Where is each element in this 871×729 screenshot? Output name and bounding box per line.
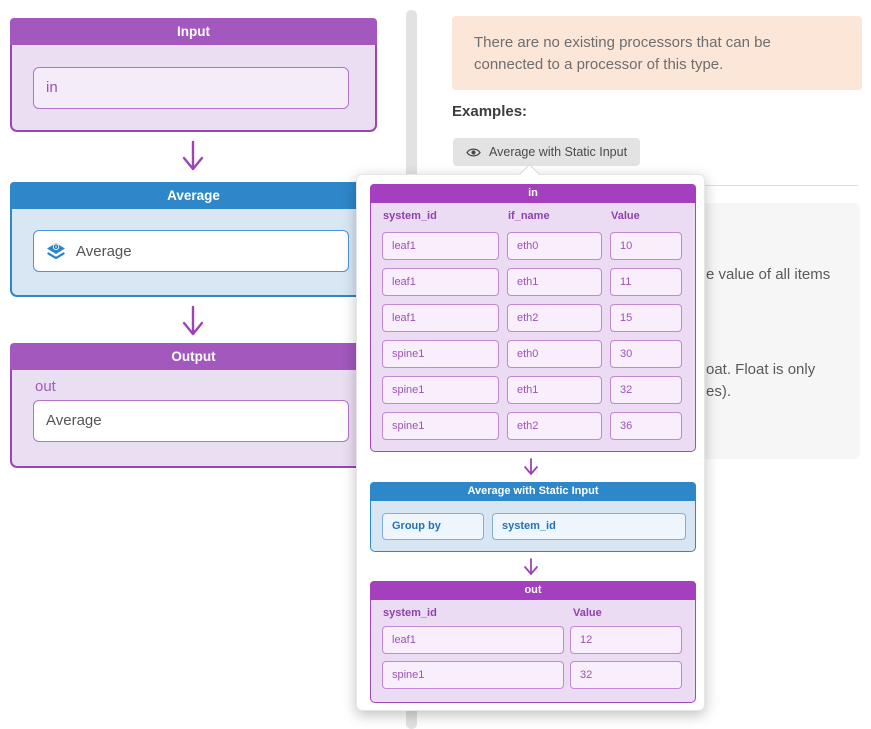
example-processor-box: Average with Static Input Group by syste… [370, 482, 696, 552]
in-cell: eth1 [507, 376, 602, 404]
processor-title: Average with Static Input [370, 482, 696, 501]
clipped-description-text: oat. Float is only [706, 361, 816, 378]
flow-arrow-down-icon [180, 140, 206, 177]
out-col-value: Value [573, 607, 602, 619]
in-cell: 36 [610, 412, 682, 440]
in-table-title: in [370, 184, 696, 203]
example-in-table: in system_id if_name Value leaf1 eth0 10… [370, 184, 696, 452]
average-node-title: Average [10, 182, 377, 209]
layers-icon [46, 242, 66, 261]
example-button-label: Average with Static Input [489, 145, 628, 159]
input-node: Input in [10, 18, 377, 132]
output-name-field[interactable]: Average [33, 400, 349, 442]
out-cell: 32 [570, 661, 682, 689]
in-cell: leaf1 [382, 232, 499, 260]
input-node-title: Input [10, 18, 377, 45]
in-cell: leaf1 [382, 304, 499, 332]
in-col-value: Value [611, 210, 640, 222]
in-cell: eth2 [507, 412, 602, 440]
popup-caret [518, 163, 541, 186]
out-cell: spine1 [382, 661, 564, 689]
output-node-title: Output [10, 343, 377, 370]
in-cell: eth0 [507, 232, 602, 260]
output-field-label: out [35, 378, 56, 395]
average-node: Average Average [10, 182, 377, 297]
example-out-table: out system_id Value leaf1 12 spine1 32 [370, 581, 696, 703]
example-preview-popup: in system_id if_name Value leaf1 eth0 10… [356, 163, 705, 711]
flow-arrow-down-icon [180, 305, 206, 342]
popup-arrow-down-icon [523, 458, 539, 481]
example-average-static-input-button[interactable]: Average with Static Input [453, 138, 641, 166]
in-cell: eth0 [507, 340, 602, 368]
in-cell: 11 [610, 268, 682, 296]
in-cell: 10 [610, 232, 682, 260]
input-name-field[interactable]: in [33, 67, 349, 109]
in-cell: eth1 [507, 268, 602, 296]
output-node: Output out Average [10, 343, 377, 468]
in-col-if-name: if_name [508, 210, 550, 222]
out-cell: 12 [570, 626, 682, 654]
out-cell: leaf1 [382, 626, 564, 654]
in-cell: spine1 [382, 412, 499, 440]
in-cell: spine1 [382, 340, 499, 368]
in-cell: leaf1 [382, 268, 499, 296]
examples-heading: Examples: [452, 103, 528, 120]
out-col-system-id: system_id [383, 607, 437, 619]
average-processor-field[interactable]: Average [33, 230, 349, 272]
group-by-label: Group by [382, 513, 484, 540]
no-processors-notice: There are no existing processors that ca… [452, 16, 862, 90]
eye-icon [466, 147, 481, 158]
in-cell: 30 [610, 340, 682, 368]
group-by-value: system_id [492, 513, 686, 540]
in-cell: spine1 [382, 376, 499, 404]
in-col-system-id: system_id [383, 210, 437, 222]
average-processor-label: Average [76, 242, 132, 260]
clipped-description-text: es). [706, 383, 732, 400]
clipped-description-text: e value of all items [706, 266, 831, 283]
in-cell: 32 [610, 376, 682, 404]
popup-arrow-down-icon [523, 558, 539, 581]
in-cell: 15 [610, 304, 682, 332]
in-cell: eth2 [507, 304, 602, 332]
out-table-title: out [370, 581, 696, 600]
